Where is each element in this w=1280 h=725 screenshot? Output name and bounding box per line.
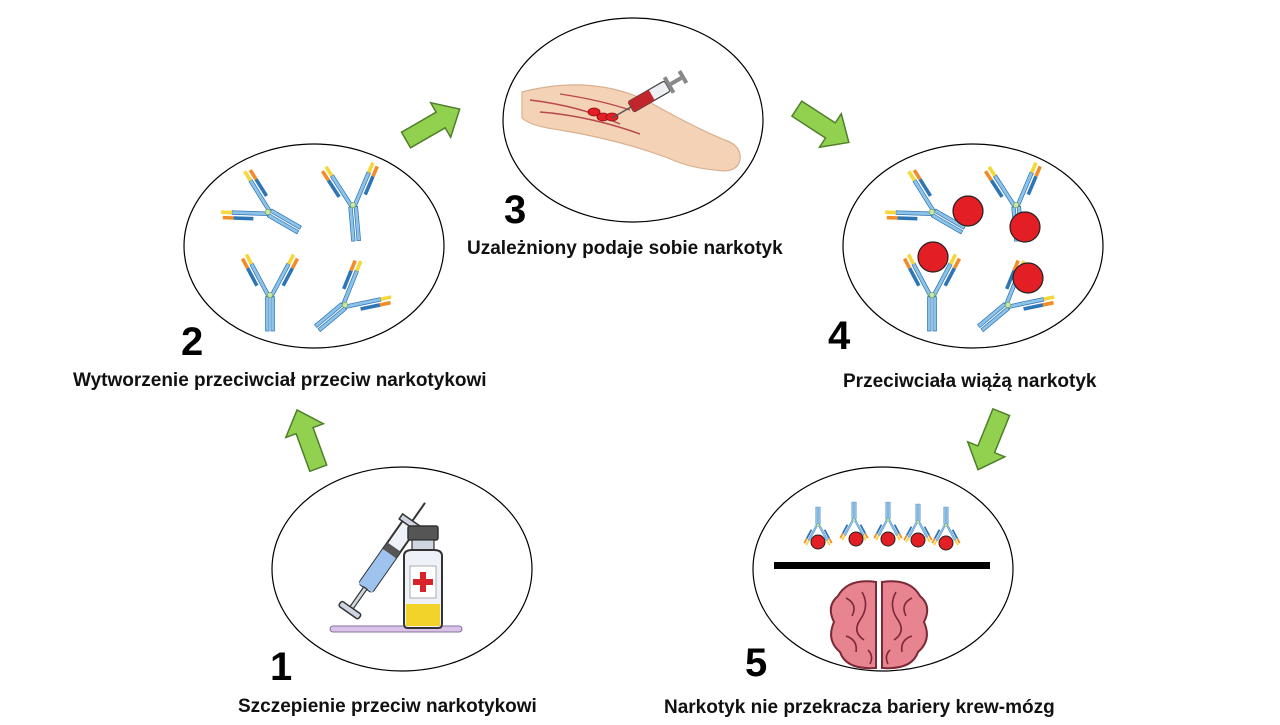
step-5-number: 5 [745, 641, 768, 685]
drug-molecule [910, 532, 926, 548]
syringe-vial-icon [329, 502, 463, 633]
drug-molecule [848, 531, 864, 547]
barrier-group-step-5 [774, 501, 990, 670]
step-3-number: 3 [504, 188, 527, 232]
drug-molecule [952, 195, 984, 227]
step-4-circle [842, 143, 1104, 349]
step-1-caption: Szczepienie przeciw narkotykowi [238, 696, 537, 717]
step-3-caption: Uzależniony podaje sobie narkotyk [467, 238, 783, 259]
step-1-circle [271, 466, 533, 672]
arrow-2-to-3 [395, 90, 471, 159]
drug-molecule [917, 241, 949, 273]
arrow-3-to-4 [785, 91, 861, 160]
arrow-4-to-5 [958, 403, 1021, 478]
antibody-drug-group-step-4 [880, 160, 1060, 352]
arm-injection-icon [521, 69, 741, 172]
step-4-number: 4 [828, 314, 851, 358]
step-1-number: 1 [270, 645, 293, 689]
brain-icon [829, 580, 929, 670]
step-2-number: 2 [181, 320, 204, 364]
drug-molecule [1009, 211, 1041, 243]
arrow-1-to-2 [277, 402, 338, 476]
step-4-caption: Przeciwciała wiążą narkotyk [843, 371, 1097, 392]
drug-molecule [810, 534, 826, 550]
drug-molecule [938, 535, 954, 551]
step-2-caption: Wytworzenie przeciwciał przeciw narkotyk… [73, 370, 487, 391]
step-2-circle [183, 143, 445, 349]
drug-molecule [1012, 262, 1044, 294]
drug-molecule [880, 531, 896, 547]
blood-brain-barrier [774, 562, 990, 569]
step-5-caption: Narkotyk nie przekracza bariery krew-móz… [664, 697, 1055, 718]
